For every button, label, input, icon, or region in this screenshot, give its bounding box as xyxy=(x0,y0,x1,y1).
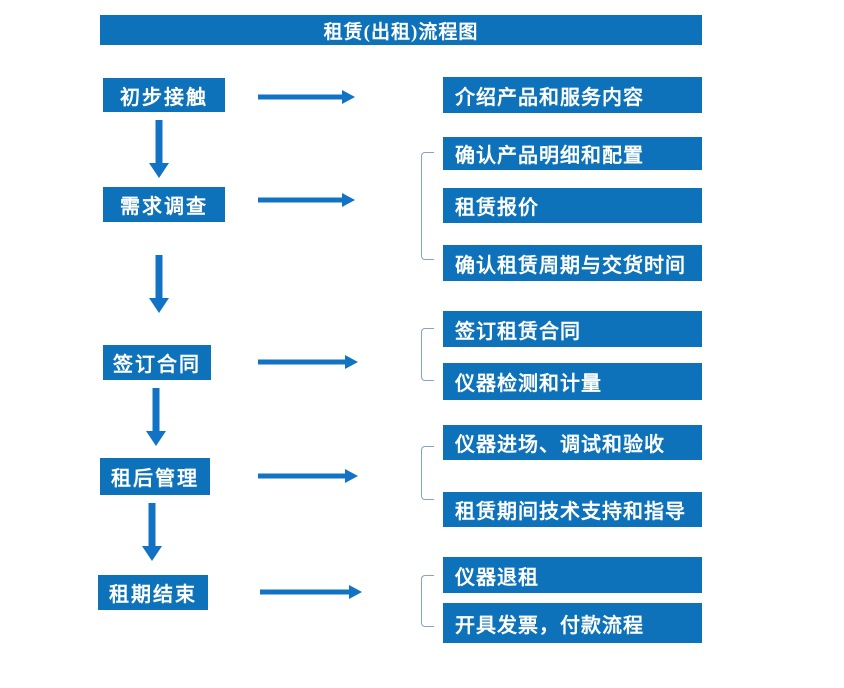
group-bracket-3 xyxy=(421,446,434,500)
down-arrow-head xyxy=(149,298,169,313)
output-box-instrument-return: 仪器退租 xyxy=(443,557,702,593)
step-label: 签订合同 xyxy=(113,354,201,376)
step-box-lease-end: 租期结束 xyxy=(98,575,208,610)
down-arrow-head xyxy=(149,163,169,178)
output-box-invoice-payment-process: 开具发票，付款流程 xyxy=(443,603,702,643)
group-bracket-4 xyxy=(421,575,434,627)
output-label: 租赁期间技术支持和指导 xyxy=(455,501,686,523)
step-box-post-rental-management: 租后管理 xyxy=(100,458,210,495)
right-arrow-head xyxy=(342,193,355,207)
output-box-instrument-inspection-metering: 仪器检测和计量 xyxy=(443,363,702,400)
right-arrow-head xyxy=(345,355,358,369)
output-box-rental-quotation: 租赁报价 xyxy=(443,188,702,223)
right-arrow-1 xyxy=(258,90,355,104)
right-arrow-shaft xyxy=(258,197,343,203)
right-arrow-shaft xyxy=(258,94,343,100)
output-label: 开具发票，付款流程 xyxy=(455,614,644,637)
right-arrow-head xyxy=(345,469,358,483)
output-label: 仪器检测和计量 xyxy=(455,373,602,395)
step-label: 需求调查 xyxy=(120,196,208,218)
down-arrow-head xyxy=(142,546,162,561)
output-label: 确认产品明细和配置 xyxy=(455,145,644,167)
output-label: 签订租赁合同 xyxy=(455,320,581,343)
right-arrow-4 xyxy=(258,469,358,483)
step-label: 租期结束 xyxy=(109,584,197,606)
right-arrow-2 xyxy=(258,193,355,207)
output-label: 介绍产品和服务内容 xyxy=(455,86,644,109)
down-arrow-head xyxy=(146,431,166,446)
step-label: 租后管理 xyxy=(111,468,199,490)
output-label: 确认租赁周期与交货时间 xyxy=(455,254,686,277)
down-arrow-shaft xyxy=(155,120,163,164)
output-box-sign-rental-contract: 签订租赁合同 xyxy=(443,311,702,347)
down-arrow-2 xyxy=(149,255,169,313)
output-box-technical-support-guidance: 租赁期间技术支持和指导 xyxy=(443,492,702,527)
right-arrow-shaft xyxy=(258,473,346,479)
down-arrow-shaft xyxy=(152,388,160,432)
right-arrow-head xyxy=(342,90,355,104)
step-box-initial-contact: 初步接触 xyxy=(103,78,225,112)
output-label: 仪器进场、调试和验收 xyxy=(455,434,665,456)
down-arrow-shaft xyxy=(148,503,156,547)
group-bracket-2 xyxy=(421,328,434,381)
step-box-requirement-survey: 需求调查 xyxy=(103,187,225,222)
down-arrow-1 xyxy=(149,120,169,178)
step-box-contract-signing: 签订合同 xyxy=(103,345,211,380)
diagram-title-bar: 租赁(出租)流程图 xyxy=(100,15,702,45)
right-arrow-shaft xyxy=(260,589,350,595)
right-arrow-shaft xyxy=(258,359,346,365)
group-bracket-1 xyxy=(421,152,434,260)
output-box-instrument-entry-debug-acceptance: 仪器进场、调试和验收 xyxy=(443,425,702,460)
down-arrow-3 xyxy=(146,388,166,446)
right-arrow-head xyxy=(349,585,362,599)
down-arrow-4 xyxy=(142,503,162,561)
diagram-title: 租赁(出租)流程图 xyxy=(323,21,479,43)
output-box-intro-products-services: 介绍产品和服务内容 xyxy=(443,77,702,113)
right-arrow-5 xyxy=(260,585,362,599)
output-box-confirm-product-details: 确认产品明细和配置 xyxy=(443,137,702,170)
down-arrow-shaft xyxy=(155,255,163,299)
output-label: 仪器退租 xyxy=(455,566,539,589)
step-label: 初步接触 xyxy=(120,86,208,109)
right-arrow-3 xyxy=(258,355,358,369)
output-label: 租赁报价 xyxy=(455,197,539,219)
output-box-confirm-rental-period-delivery: 确认租赁周期与交货时间 xyxy=(443,245,702,281)
